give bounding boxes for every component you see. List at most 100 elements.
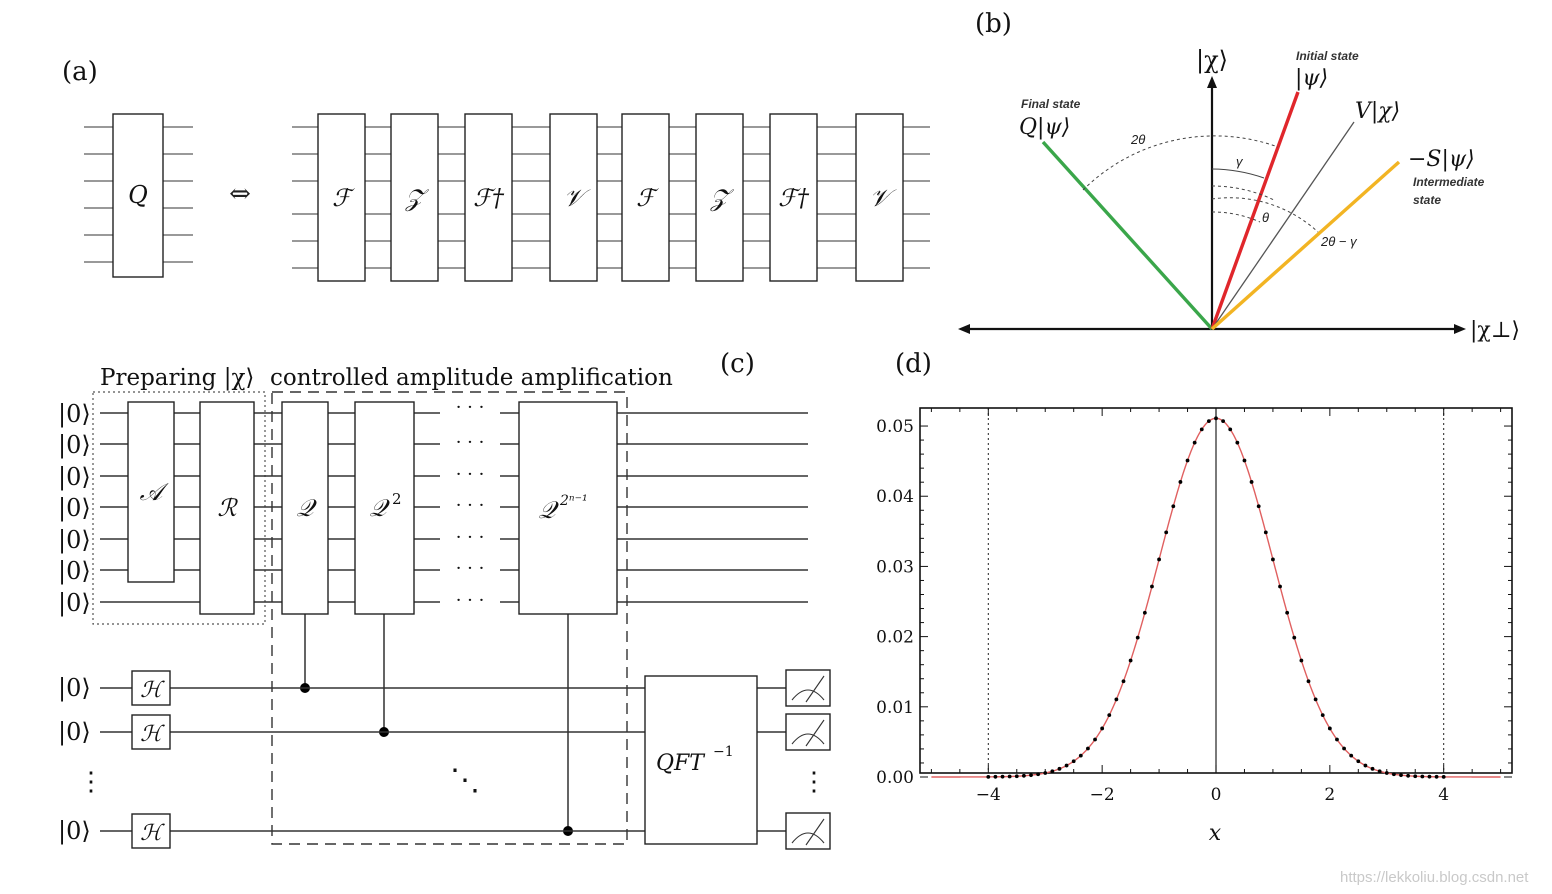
qft-exponent: −1	[713, 744, 734, 760]
chart-vertical-lines	[987, 408, 1445, 773]
gate-qn-label: 𝒬	[538, 496, 559, 524]
data-point	[1057, 766, 1062, 771]
data-point	[1441, 774, 1446, 779]
decomp-gate-box-7	[855, 113, 904, 282]
data-point	[1335, 737, 1339, 742]
data-point	[1384, 771, 1389, 775]
angle-2theta-gamma-label: 2θ − γ	[1320, 234, 1358, 249]
hdots-mask-2	[440, 468, 500, 484]
data-point	[1356, 759, 1361, 764]
gate-q-box	[281, 401, 329, 615]
gate-qn-exponent: 2ⁿ⁻¹	[559, 493, 588, 509]
gate-q2-exponent: 2	[392, 490, 402, 508]
geometry-b: |χ⟩ |χ⊥⟩ Final state Q|ψ⟩ Initial state …	[958, 46, 1520, 343]
data-point	[1171, 504, 1176, 509]
angle-2theta-label: 2θ	[1130, 132, 1145, 147]
data-point	[1434, 774, 1439, 779]
y-tick-label-5: 0.05	[876, 417, 914, 437]
data-point	[1157, 557, 1161, 562]
y-tick-label-2: 0.02	[876, 628, 914, 648]
gate-a-box	[127, 401, 175, 583]
chart-x-axis-label: x	[1209, 821, 1222, 846]
panel-b-label: (b)	[975, 9, 1012, 39]
meter-2	[785, 713, 831, 751]
data-point	[1043, 771, 1048, 775]
amp-frame	[271, 391, 628, 845]
data-point	[1377, 769, 1382, 774]
hdots-column: · · ·· · ·· · ·· · ·· · ·· · ·· · ·	[440, 397, 500, 611]
data-point	[1427, 774, 1432, 779]
data-point	[1370, 766, 1375, 771]
data-point	[1128, 658, 1133, 663]
ancilla-vdots: ⋮	[78, 767, 104, 797]
data-point	[1271, 557, 1275, 562]
equivalence-symbol: ⇔	[229, 179, 251, 209]
final-state-caption: Final state	[1021, 97, 1081, 111]
data-point	[1199, 427, 1204, 432]
ancilla-ket-n: |0⟩	[58, 817, 91, 846]
data-point	[1107, 713, 1112, 718]
register-ket-3: |0⟩	[58, 494, 91, 523]
arc-2theta-gamma	[1211, 197, 1319, 233]
data-point	[1086, 746, 1090, 751]
data-point	[993, 774, 998, 779]
initial-state-vector	[1210, 91, 1300, 330]
data-point	[1242, 458, 1247, 463]
data-point	[1029, 773, 1033, 778]
y-tick-label-1: 0.01	[876, 698, 914, 718]
x-tick-label-4: 4	[1438, 785, 1449, 805]
data-point	[1142, 610, 1147, 615]
data-point	[1178, 480, 1183, 484]
chart-dots-group	[986, 416, 1446, 779]
meter-n	[785, 812, 831, 850]
qft-label: QFT	[656, 751, 706, 776]
hdots-mask-3	[440, 499, 500, 515]
circuit-c: Preparing |χ⟩ controlled amplitude ampli…	[58, 365, 831, 850]
data-point	[1228, 427, 1233, 432]
hdots-0: · · ·	[456, 397, 485, 418]
x-tick-label-1: −2	[1090, 785, 1115, 805]
data-point	[1185, 458, 1190, 463]
angle-gamma-label: γ	[1236, 154, 1244, 169]
arc-2theta	[1082, 135, 1279, 191]
data-point	[1036, 772, 1041, 777]
panel-a-label: (a)	[62, 57, 98, 87]
meter-vdots: ⋮	[801, 767, 827, 797]
arc-theta-inner	[1211, 211, 1261, 223]
hdots-4: · · ·	[456, 527, 485, 548]
intermediate-caption-2: state	[1413, 193, 1441, 207]
register-ket-2: |0⟩	[58, 463, 91, 492]
decomp-gate-label-6: ℱ†	[778, 184, 810, 212]
hdots-mask-0	[440, 405, 500, 421]
hadamard-box-1	[131, 670, 171, 706]
data-point	[1014, 774, 1019, 779]
decomp-gate-box-4	[621, 113, 670, 282]
data-point	[1349, 753, 1354, 758]
final-state-label: Q|ψ⟩	[1019, 115, 1070, 140]
x-tick-label-0: −4	[976, 785, 1001, 805]
data-point	[1327, 726, 1332, 731]
hdots-3: · · ·	[456, 495, 485, 516]
decomp-gate-box-6	[769, 113, 818, 282]
data-point	[1285, 610, 1290, 615]
data-point	[1093, 737, 1097, 742]
decomp-gate-box-1	[390, 113, 439, 282]
q-gate-box	[112, 113, 164, 278]
data-point	[1313, 697, 1318, 702]
hadamard-label-2: ℋ	[140, 722, 165, 747]
data-point	[1406, 773, 1411, 778]
decomposition-wires	[292, 126, 930, 269]
data-point	[1413, 774, 1418, 779]
data-point	[1420, 774, 1425, 779]
decomp-gate-label-2: ℱ†	[473, 184, 505, 212]
prep-frame	[92, 391, 266, 625]
hdots-mask-4	[440, 531, 500, 547]
data-point	[1221, 419, 1226, 424]
data-point	[1256, 504, 1261, 509]
data-point	[1320, 713, 1325, 718]
intermediate-caption-1: Intermediate	[1413, 175, 1485, 189]
final-state-vector	[1041, 140, 1214, 331]
